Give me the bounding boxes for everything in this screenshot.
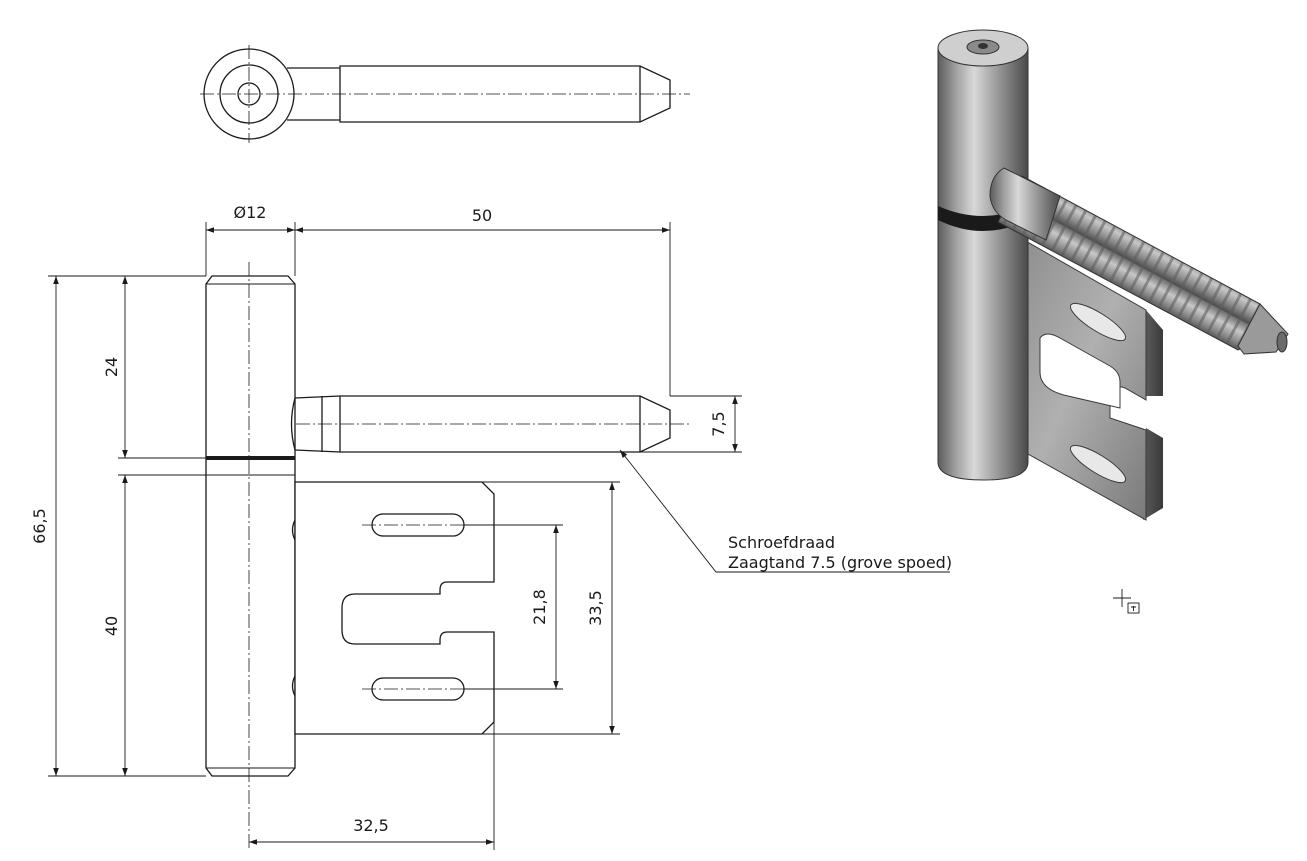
front-view (205, 262, 690, 848)
dim-plate-width: 32,5 (353, 816, 389, 835)
note-line-2: Zaagtand 7.5 (grove spoed) (728, 553, 952, 572)
dim-total-height: 66,5 (30, 508, 49, 544)
dim-lower-height: 40 (102, 616, 121, 636)
top-view (200, 45, 690, 143)
dim-diameter: Ø12 (234, 203, 267, 222)
crosshair-cursor-icon (1113, 589, 1140, 614)
dimension-labels: Ø12 50 66,5 24 40 7,5 21,8 33,5 32,5 (30, 203, 728, 835)
dim-thread-diameter: 7,5 (709, 411, 728, 436)
dim-slot-spacing: 21,8 (530, 589, 549, 625)
note-line-1: Schroefdraad (728, 533, 835, 552)
thread-note: Schroefdraad Zaagtand 7.5 (grove spoed) (728, 533, 952, 572)
dim-plate-height: 33,5 (586, 590, 605, 626)
isometric-view (937, 29, 1289, 521)
dimension-lines (48, 222, 950, 850)
dim-upper-height: 24 (102, 357, 121, 377)
dim-pin-length: 50 (472, 206, 492, 225)
